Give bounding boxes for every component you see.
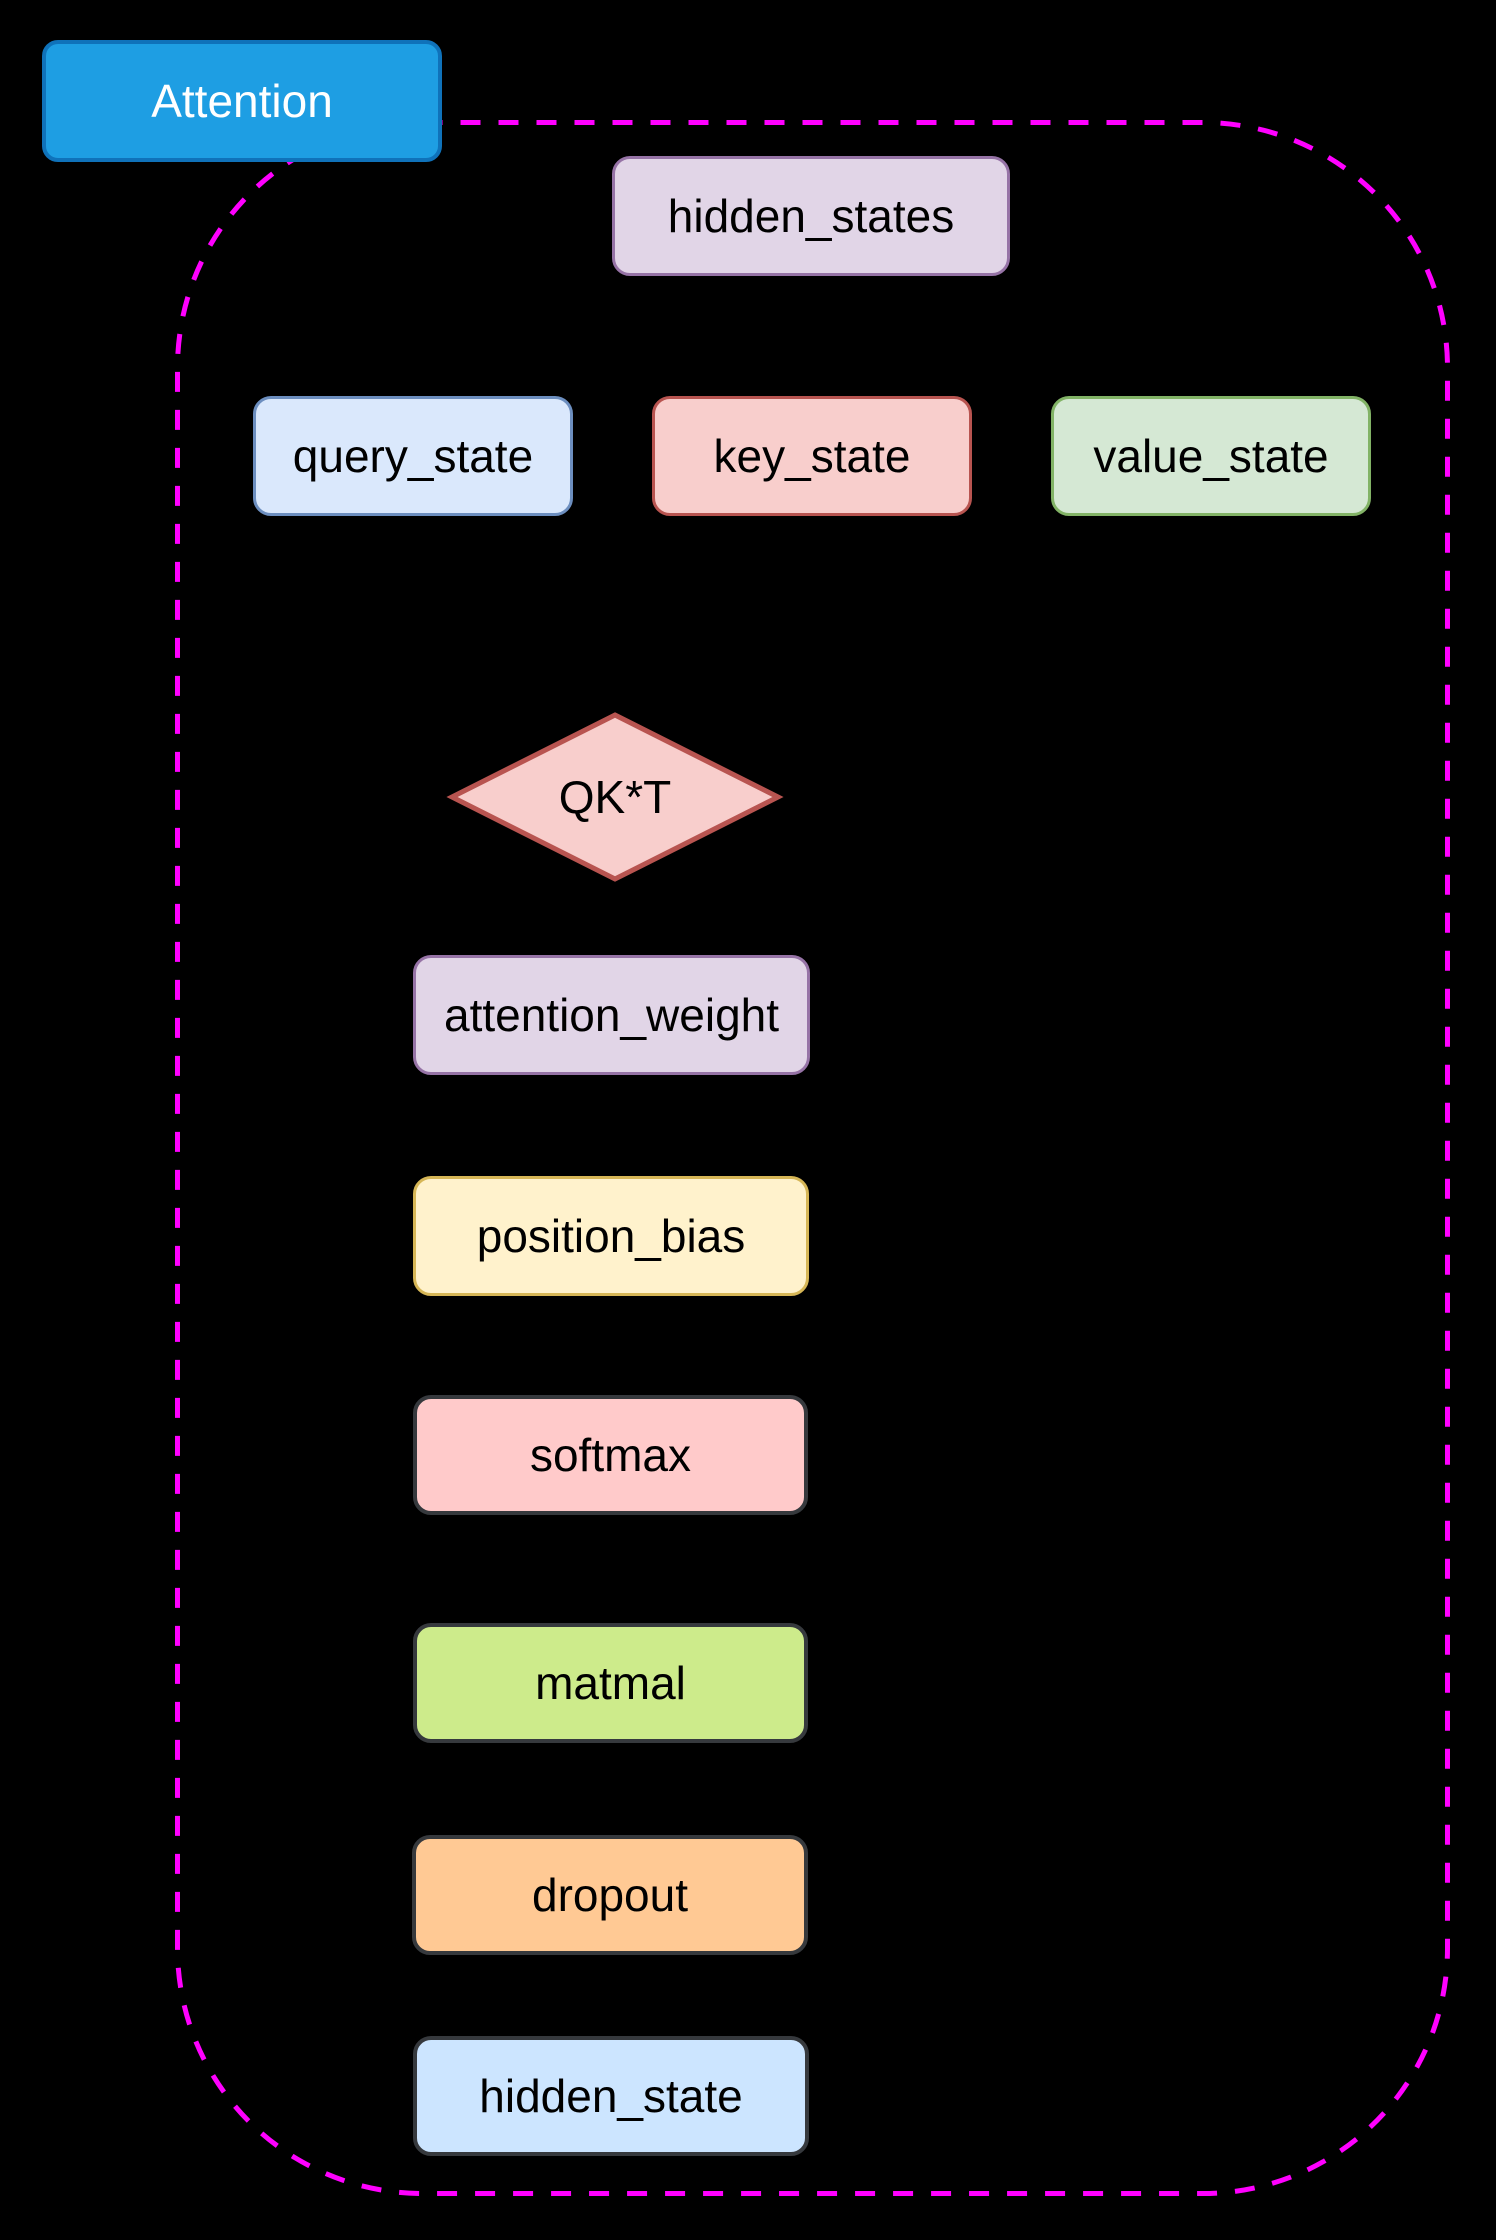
- hidden-state-node: hidden_state: [413, 2036, 809, 2156]
- attention-title-node: Attention: [42, 40, 442, 162]
- key-state-node: key_state: [652, 396, 972, 516]
- dropout-node: dropout: [412, 1835, 808, 1955]
- softmax-node: softmax: [413, 1395, 808, 1515]
- value-state-node: value_state: [1051, 396, 1371, 516]
- attention-weight-node: attention_weight: [413, 955, 810, 1075]
- position-bias-node: position_bias: [413, 1176, 809, 1296]
- qkt-diamond-shape: [446, 712, 784, 882]
- matmal-node: matmal: [413, 1623, 808, 1743]
- hidden-states-node: hidden_states: [612, 156, 1010, 276]
- dashed-border-rect: [175, 120, 1450, 2196]
- query-state-node: query_state: [253, 396, 573, 516]
- qkt-diamond-label: QK*T: [558, 771, 672, 823]
- qkt-diamond-node: QK*T: [446, 711, 784, 883]
